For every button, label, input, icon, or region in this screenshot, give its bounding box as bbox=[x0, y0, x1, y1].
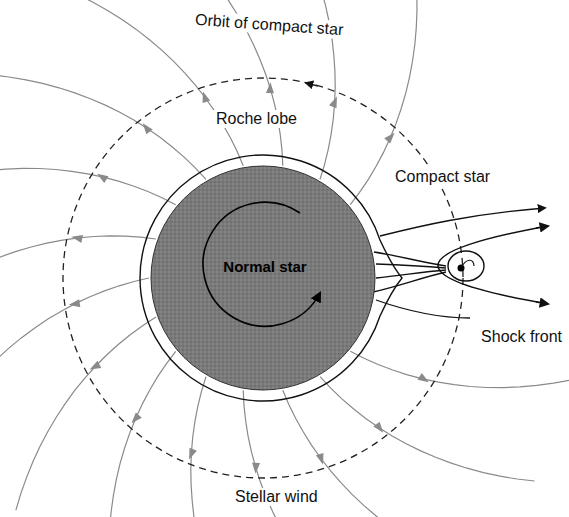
wake-line bbox=[376, 300, 470, 318]
wind-line bbox=[0, 168, 176, 204]
shock-front-label: Shock front bbox=[478, 328, 565, 346]
wind-arrowhead bbox=[71, 235, 83, 243]
magnetosphere-loop bbox=[448, 251, 484, 281]
star-shape bbox=[150, 165, 376, 391]
roche-lobe-label: Roche lobe bbox=[213, 110, 300, 128]
shock-arrow bbox=[536, 302, 548, 304]
wind-arrowhead bbox=[69, 299, 80, 307]
wind-arrowhead bbox=[189, 448, 197, 460]
orbit-circle bbox=[63, 78, 463, 478]
stellar-wind-label: Stellar wind bbox=[232, 488, 321, 506]
orbit-arrow bbox=[306, 83, 318, 86]
accretion-stream bbox=[373, 252, 446, 292]
wind-arrowhead bbox=[417, 373, 428, 382]
shock-front bbox=[438, 226, 548, 304]
wind-arrowhead bbox=[329, 96, 337, 108]
wind-arrowhead bbox=[203, 91, 211, 103]
wind-arrowhead bbox=[131, 412, 141, 423]
wind-line bbox=[350, 351, 569, 387]
shock-arrow bbox=[536, 226, 548, 228]
wind-line bbox=[191, 377, 223, 517]
wind-arrowhead bbox=[90, 361, 102, 370]
wind-arrowhead bbox=[266, 82, 274, 93]
wind-arrowhead bbox=[97, 174, 108, 183]
wake-line bbox=[380, 208, 545, 236]
inner-field-line bbox=[461, 260, 474, 268]
orbit-label: Orbit of compact star bbox=[192, 11, 347, 40]
star-label: Normal star bbox=[223, 258, 306, 275]
wind-line bbox=[0, 236, 156, 297]
wind-arrowhead bbox=[252, 463, 260, 474]
compact-star-label: Compact star bbox=[392, 168, 493, 186]
wind-arrowhead bbox=[316, 453, 324, 465]
roche-lobe bbox=[140, 155, 402, 401]
wind-arrowhead bbox=[373, 422, 383, 433]
wind-line bbox=[16, 317, 156, 510]
wind-line bbox=[0, 75, 206, 179]
star-disc: Normal star bbox=[150, 165, 376, 391]
wind-line bbox=[109, 351, 176, 517]
wind-arrowhead bbox=[384, 133, 394, 144]
wind-arrowhead bbox=[143, 123, 153, 134]
